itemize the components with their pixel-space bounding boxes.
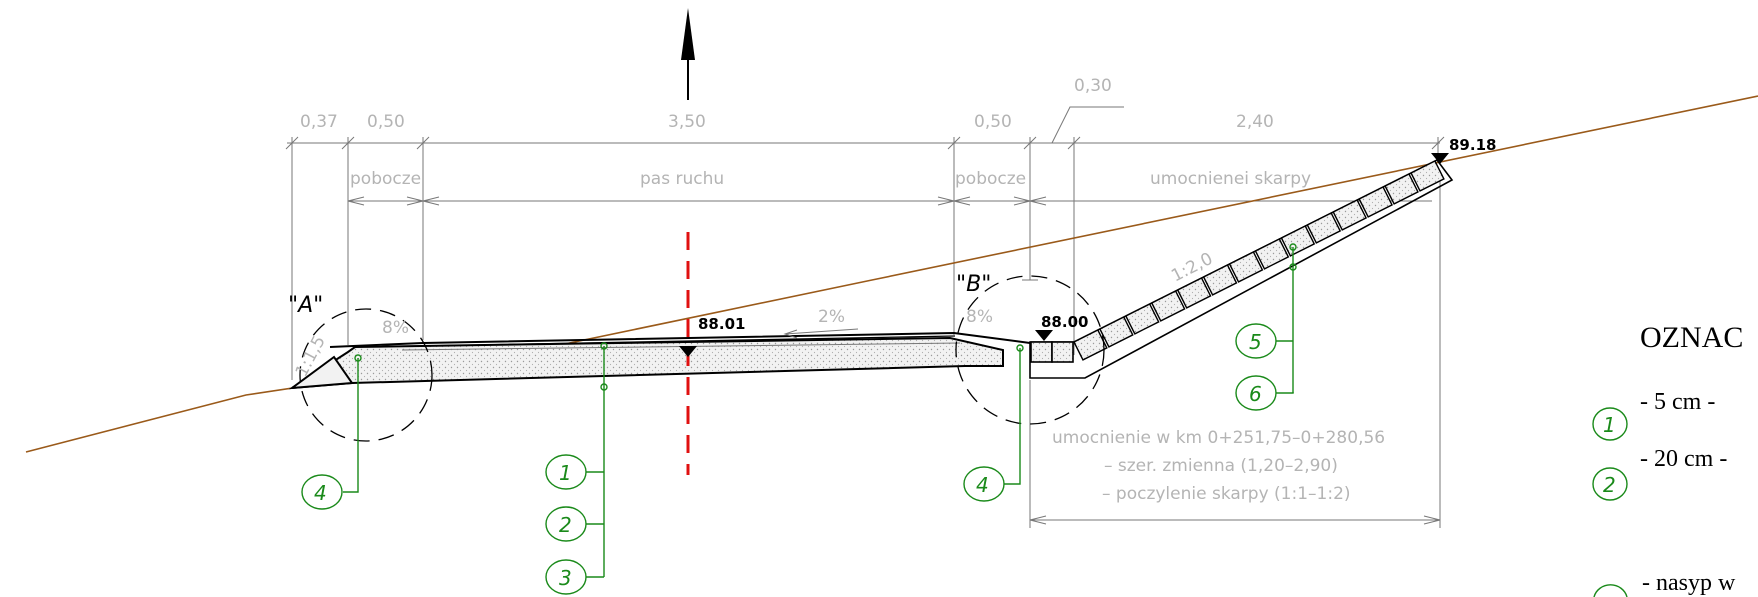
svg-text:4: 4 — [976, 473, 989, 497]
protection-block — [1306, 212, 1342, 244]
detail-label-a: "A" — [288, 293, 323, 318]
svg-text:5: 5 — [1249, 330, 1262, 354]
note-line-1: umocnienie w km 0+251,75–0+280,56 — [1052, 428, 1385, 448]
svg-text:3: 3 — [559, 566, 572, 590]
protection-block — [1176, 277, 1212, 309]
zone-shoulder-right: pobocze — [955, 169, 1026, 189]
elevation-edge: 88.00 — [1041, 313, 1088, 331]
dim-0-50-left: 0,50 — [367, 112, 405, 132]
legend-item-1: - 5 cm - — [1640, 389, 1715, 415]
elevation-marker-edge — [1035, 330, 1053, 341]
elevation-top: 89.18 — [1449, 136, 1496, 154]
dim-2-40: 2,40 — [1236, 112, 1274, 132]
svg-text:6: 6 — [1249, 382, 1262, 406]
marker-leaders — [343, 243, 1297, 578]
dim-0-30: 0,30 — [1074, 76, 1112, 96]
detail-label-b: "B" — [956, 272, 991, 297]
svg-text:2: 2 — [559, 513, 572, 537]
protection-block — [1358, 186, 1393, 218]
svg-text:2: 2 — [1603, 473, 1616, 497]
elevation-axis: 88.01 — [698, 315, 745, 333]
marker-2: 2 — [545, 506, 587, 542]
road-body — [288, 331, 1031, 390]
direction-arrow-icon — [681, 8, 695, 100]
protection-block — [1098, 316, 1134, 348]
legend-item-1-marker: 1 — [1592, 407, 1628, 441]
zone-slope: umocnienei skarpy — [1150, 169, 1311, 189]
terrain-line — [25, 95, 1758, 453]
slope-right-shoulder: 8% — [966, 307, 993, 327]
marker-4-left: 4 — [301, 474, 343, 510]
protection-block — [1124, 303, 1160, 335]
svg-text:1: 1 — [559, 461, 572, 485]
protection-block — [1228, 251, 1264, 283]
legend-heading: OZNAC — [1640, 321, 1743, 354]
elevation-marker-top — [1431, 153, 1449, 164]
marker-5: 5 — [1235, 323, 1277, 359]
marker-4-right: 4 — [963, 466, 1005, 502]
dim-3-50: 3,50 — [668, 112, 706, 132]
protection-block — [1384, 173, 1419, 205]
protection-block — [1410, 160, 1445, 192]
detail-circle-a — [299, 308, 433, 442]
svg-text:1: 1 — [1603, 413, 1616, 437]
slope-left-shoulder: 8% — [382, 318, 409, 338]
marker-6: 6 — [1235, 375, 1277, 411]
protection-block — [1073, 329, 1108, 361]
protection-block — [1332, 199, 1368, 231]
marker-1: 1 — [545, 454, 587, 490]
protection-block — [1280, 225, 1316, 257]
lane-slope-arrow — [784, 328, 859, 335]
zone-shoulder-left: pobocze — [350, 169, 421, 189]
detail-circle-b — [955, 275, 1105, 425]
note-line-3: – poczylenie skarpy (1:1–1:2) — [1102, 484, 1351, 504]
protection-block — [1254, 238, 1290, 270]
legend-item-2: - 20 cm - — [1640, 446, 1727, 472]
elevation-marker-axis — [679, 346, 697, 357]
legend-item-3-marker — [1593, 584, 1628, 597]
protection-block — [1202, 264, 1238, 296]
note-line-2: – szer. zmienna (1,20–2,90) — [1104, 456, 1338, 476]
slope-lane: 2% — [818, 307, 845, 327]
svg-text:4: 4 — [314, 481, 327, 505]
legend-item-3: - nasyp w — [1642, 570, 1736, 596]
marker-3: 3 — [545, 559, 587, 595]
dim-0-37: 0,37 — [300, 112, 338, 132]
dimension-chain — [285, 106, 1445, 528]
legend-item-2-marker: 2 — [1592, 467, 1628, 501]
protection-block — [1150, 290, 1186, 322]
zone-lane: pas ruchu — [640, 169, 724, 189]
slope-protection — [1029, 158, 1454, 379]
dim-0-50-right: 0,50 — [974, 112, 1012, 132]
